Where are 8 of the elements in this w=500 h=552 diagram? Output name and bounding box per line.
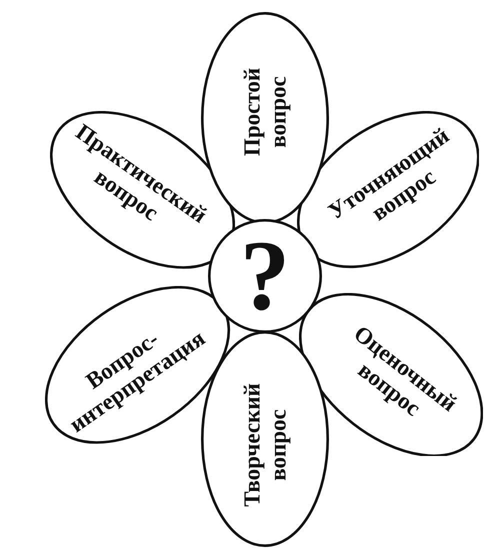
question-mark: ? bbox=[240, 236, 290, 316]
flower-center bbox=[208, 219, 322, 333]
petal bbox=[296, 111, 480, 268]
petal-label: Простой вопрос bbox=[239, 68, 291, 156]
petal bbox=[298, 292, 484, 456]
petal-label: Творческий вопрос bbox=[239, 383, 291, 507]
petal bbox=[50, 111, 235, 269]
petal bbox=[45, 286, 231, 444]
